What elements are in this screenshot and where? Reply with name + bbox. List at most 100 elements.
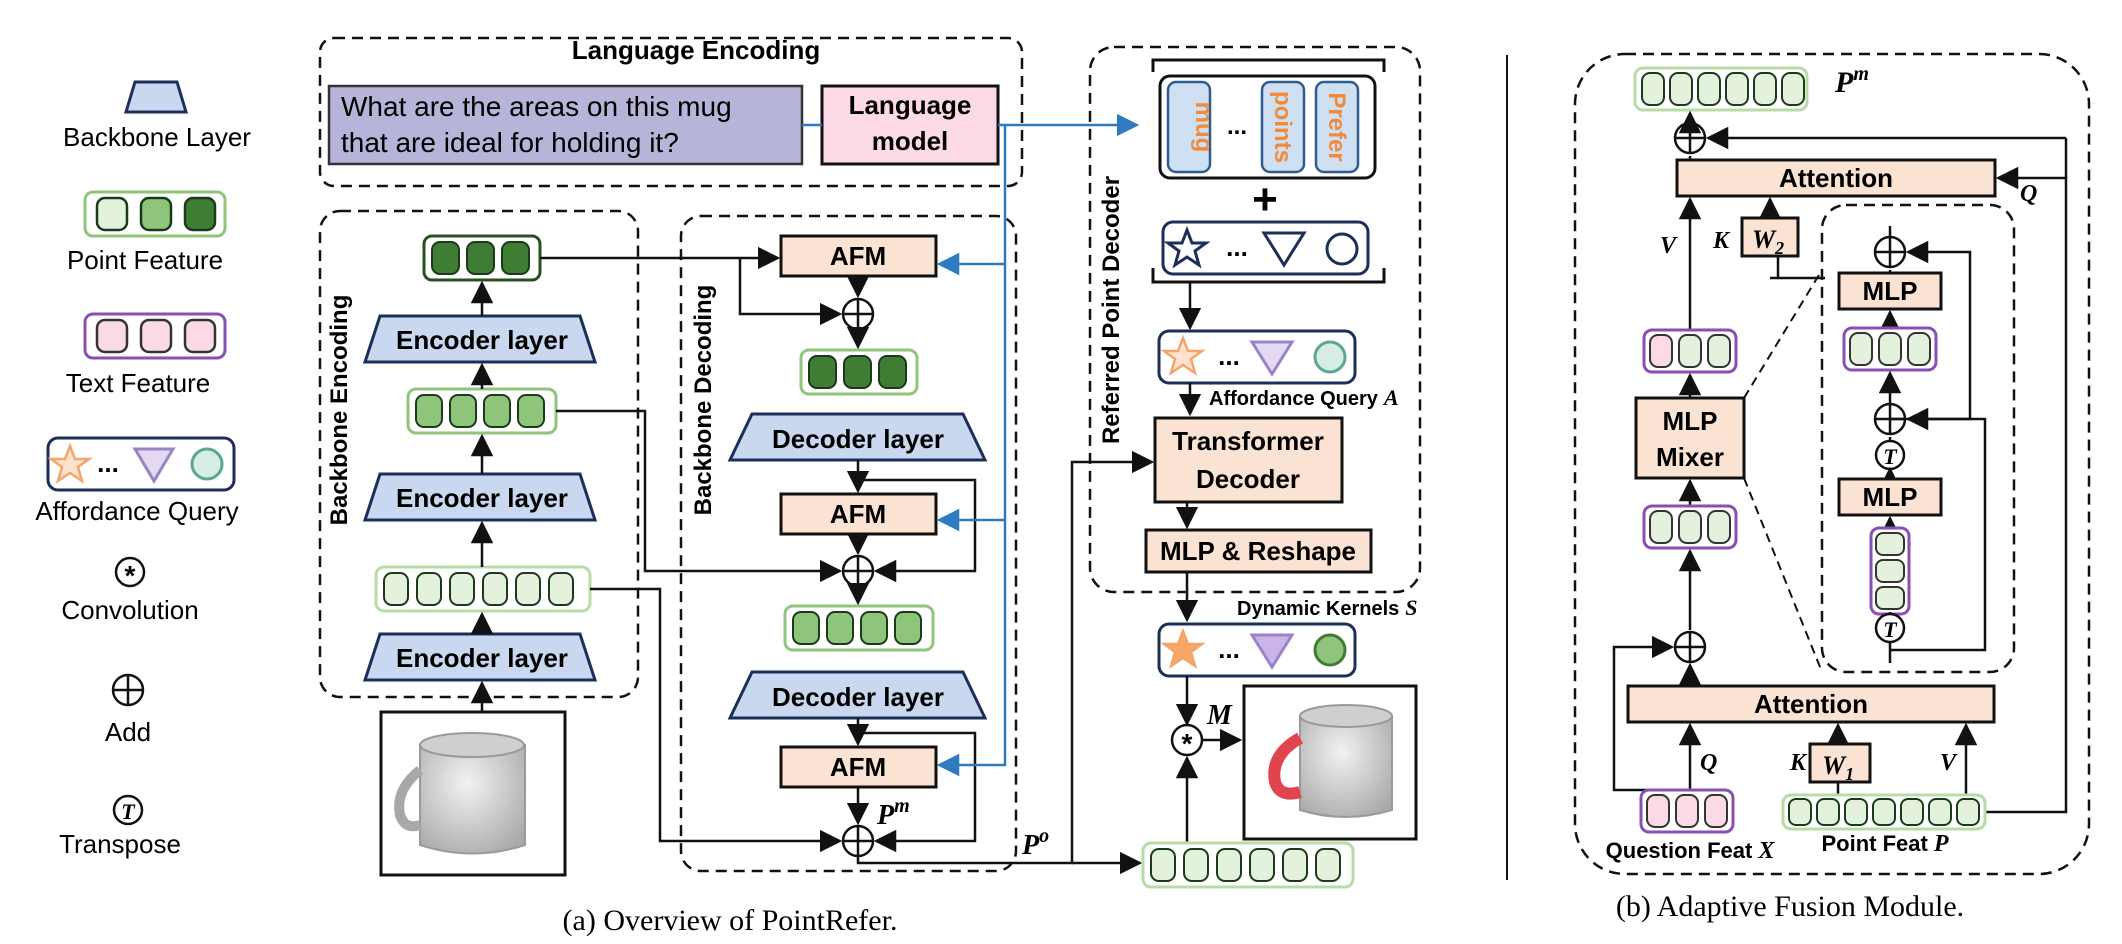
question-feat	[1639, 788, 1735, 834]
legend-add: Add	[105, 717, 151, 747]
backbone-decoding-block: Backbone Decoding AFM Decoder layer AFM	[540, 214, 1018, 873]
po-path: Po	[856, 450, 1155, 875]
language-model-line-2: model	[872, 126, 949, 156]
afm-q-bottom: Q	[1700, 750, 1717, 776]
question-box	[327, 84, 804, 166]
caption-b: (b) Adaptive Fusion Module.	[1616, 890, 1964, 923]
mlp-mixer-line-1: MLP	[1663, 406, 1718, 436]
text-token-points: points	[1269, 91, 1296, 163]
encoder-top-feature	[422, 234, 542, 282]
encoder-layer-1-label: Encoder layer	[396, 643, 568, 673]
mixer-mlp-bottom	[1837, 477, 1943, 517]
transformer-decoder-box	[1153, 416, 1344, 504]
afm-box-2	[779, 492, 938, 536]
output-point-feature	[1141, 841, 1355, 889]
mixer-transpose-top: T	[1874, 439, 1906, 471]
transformer-decoder-line-2: Decoder	[1196, 464, 1300, 494]
query-group-top: ...	[1161, 220, 1370, 276]
afm-text-feature-1	[1642, 328, 1738, 374]
decoder-top-feature	[799, 348, 919, 396]
referred-point-decoder-title: Referred Point Decoder	[1098, 176, 1125, 444]
encoder-low-feature	[374, 565, 592, 613]
decoder-mid-feature	[783, 604, 935, 652]
legend-point-feature: Point Feature	[67, 245, 223, 275]
svg-text:...: ...	[97, 448, 119, 478]
svg-text:T: T	[1883, 444, 1898, 469]
text-feature-arrows	[936, 113, 1140, 777]
afm-w1-box	[1808, 742, 1872, 784]
mlp-mixer-line-2: Mixer	[1656, 442, 1724, 472]
svg-text:...: ...	[1218, 634, 1240, 664]
afm-text-feature-2	[1642, 504, 1738, 550]
mixer-transposed-feature	[1869, 526, 1911, 616]
afm-add-top	[1673, 121, 1707, 155]
decoder-layer-2-label: Decoder layer	[772, 682, 944, 712]
add-icon	[111, 673, 145, 707]
afm-q-top: Q	[2020, 181, 2037, 207]
afm-attention-top-label: Attention	[1779, 163, 1893, 193]
legend-transpose: Transpose	[59, 829, 181, 859]
decoder-layer-1-label: Decoder layer	[772, 424, 944, 454]
afm-v-top: V	[1660, 233, 1678, 259]
legend-backbone-layer: Backbone Layer	[63, 122, 251, 152]
svg-text:T: T	[1883, 617, 1898, 642]
svg-text:...: ...	[1218, 341, 1240, 371]
po-label: Po	[1021, 825, 1049, 861]
language-encoding-block: Language Encoding What are the areas on …	[318, 35, 1024, 188]
afm-box-1	[779, 234, 938, 278]
question-line-1: What are the areas on this mug	[341, 91, 732, 122]
add-node-3	[841, 824, 875, 858]
afm-attention-bottom	[1626, 684, 1996, 724]
decoder-layer-2	[727, 670, 988, 720]
convolution-node: *	[1170, 723, 1204, 759]
afm-v-bottom: V	[1940, 750, 1958, 776]
language-model-line-1: Language	[849, 90, 972, 120]
legend-affordance-query: Affordance Query	[35, 496, 238, 526]
afm-pm-label: Pm	[1834, 63, 1869, 99]
add-node-2	[841, 554, 875, 588]
afm-w2-label: W2	[1752, 225, 1784, 258]
convolution-icon: *	[114, 556, 146, 591]
legend: Backbone Layer Point Feature Text Featur…	[35, 80, 251, 859]
afm-k-top: K	[1712, 228, 1731, 254]
mlp-reshape-box	[1144, 528, 1373, 574]
svg-text:T: T	[121, 799, 136, 824]
question-line-2: that are ideal for holding it?	[341, 127, 679, 158]
text-feature-icon	[83, 312, 227, 360]
mixer-transpose-bottom: T	[1874, 612, 1906, 644]
mixer-add-top	[1873, 235, 1907, 269]
afm-attention-bottom-label: Attention	[1754, 689, 1868, 719]
backbone-encoding-block: Backbone Encoding Encoder layer Encoder …	[318, 209, 640, 712]
affordance-query-group: ...	[1157, 329, 1357, 385]
encoder-layer-3	[362, 314, 598, 364]
transpose-icon: T	[112, 794, 144, 826]
legend-text-feature: Text Feature	[66, 368, 211, 398]
output-mug-segmentation	[1242, 684, 1418, 841]
language-encoding-title: Language Encoding	[572, 35, 820, 65]
encoder-layer-2-label: Encoder layer	[396, 483, 568, 513]
legend-convolution: Convolution	[61, 595, 198, 625]
afm-attention-top	[1675, 158, 1997, 198]
referred-point-decoder-block: Referred Point Decoder mug ... points Pr…	[1088, 45, 1422, 594]
input-mug-point-cloud	[379, 710, 567, 877]
encoder-layer-1	[362, 632, 598, 682]
backbone-layer-icon	[123, 80, 189, 114]
afm-add-bottom	[1673, 630, 1707, 664]
text-token-dots: ...	[1227, 113, 1247, 140]
pm-label: Pm	[876, 795, 910, 831]
afm-box-1-label: AFM	[830, 241, 886, 271]
afm-output-feature	[1633, 66, 1809, 112]
text-token-mug: mug	[1190, 102, 1217, 153]
encoder-mid-feature	[406, 387, 558, 435]
backbone-encoding-title: Backbone Encoding	[326, 295, 353, 526]
mixer-mlp-top	[1837, 271, 1943, 311]
mixer-text-feature	[1842, 326, 1938, 372]
mlp-reshape-label: MLP & Reshape	[1160, 536, 1356, 566]
point-feature-icon	[83, 190, 227, 238]
